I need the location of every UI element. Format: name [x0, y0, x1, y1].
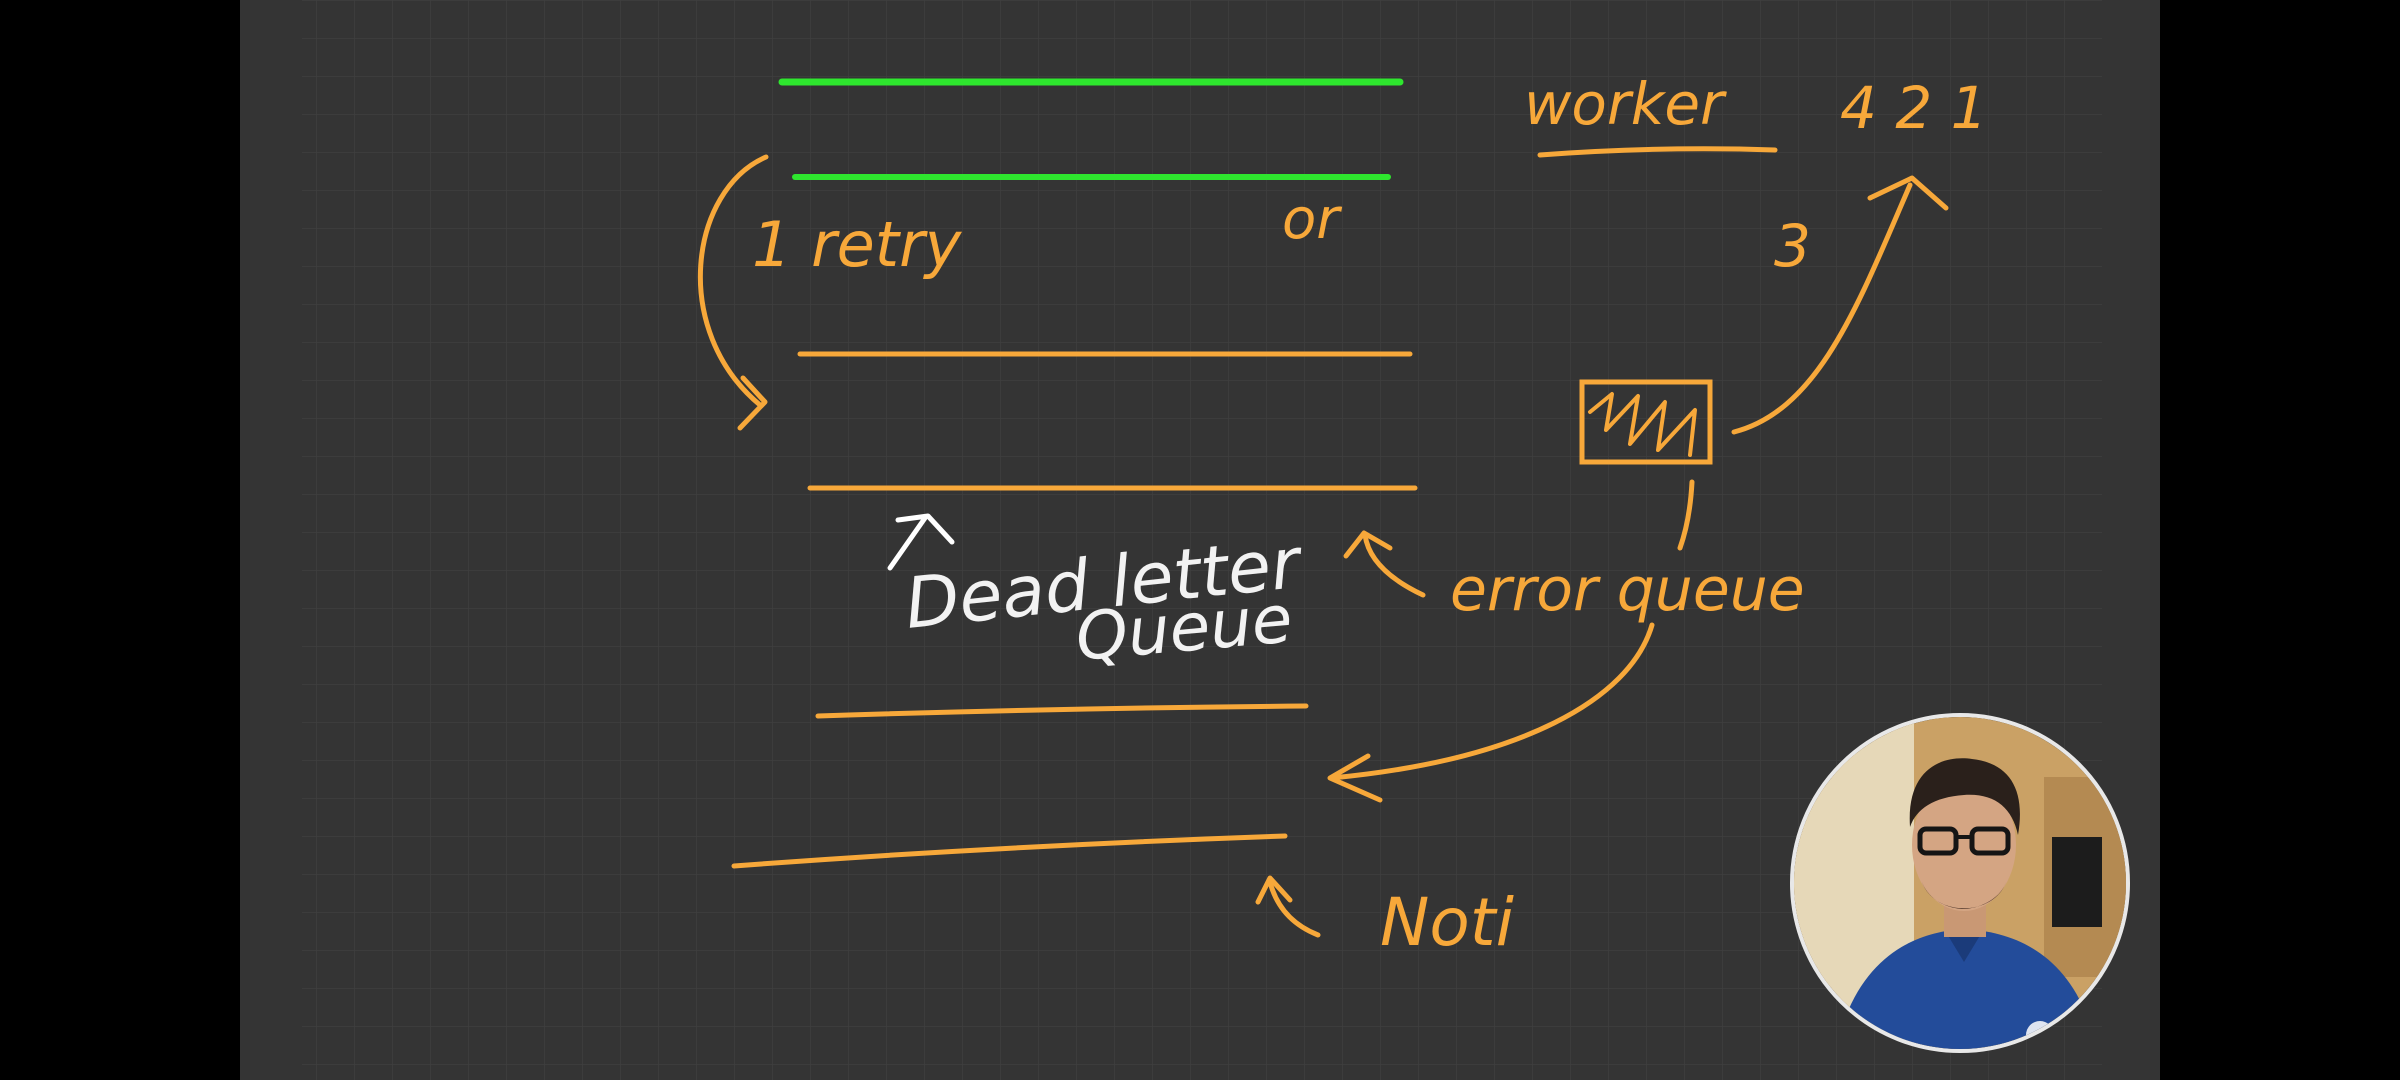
error-queue-label: error queue	[1450, 555, 1805, 625]
dead-letter-pointer-shaft	[887, 515, 928, 571]
shirt-badge-text: R	[2034, 1028, 2044, 1044]
presenter-hair	[1909, 758, 2020, 835]
box-to-worker-arrow	[1731, 182, 1913, 435]
noti-arrow-shaft	[1267, 879, 1321, 938]
or-label: or	[1282, 187, 1342, 252]
worker-underline	[1537, 146, 1778, 158]
retry-loop-arrowhead	[737, 375, 768, 431]
hatched-worker-box	[1579, 379, 1713, 465]
error-queue-arrow-shaft	[1362, 532, 1426, 598]
noti-label: Noti	[1380, 884, 1515, 961]
error-to-lower-queue-arrowhead	[1327, 753, 1383, 803]
shirt-collar	[1944, 929, 1984, 962]
box-to-worker-arrowhead	[1867, 175, 1949, 211]
presenter-webcam: R	[1790, 713, 2130, 1053]
chair-back	[2052, 837, 2102, 927]
shirt-badge-icon	[2026, 1021, 2054, 1049]
presenter-face	[1912, 779, 2016, 911]
noti-arrow-head	[1255, 875, 1293, 905]
worker-numbers-label: 4 2 1	[1840, 74, 1988, 142]
worker-number-three-label: 3	[1774, 212, 1811, 280]
glasses-right-lens	[1969, 826, 2011, 856]
orange-queue-line-3	[815, 703, 1309, 719]
box-hatching	[1588, 392, 1697, 457]
retry-label: 1 retry	[752, 208, 963, 281]
dead-letter-queue-label: Queue	[1073, 580, 1296, 676]
glasses-left-lens	[1917, 826, 1959, 856]
presenter-shirt	[1835, 929, 2098, 1049]
orange-queue-line-4	[731, 833, 1288, 869]
worker-label: worker	[1524, 70, 1727, 138]
whiteboard-canvas: 1 retry or worker 4 2 1 3 Dead letter Qu…	[240, 0, 2160, 1080]
error-to-lower-queue-arrow	[1329, 622, 1655, 781]
retry-loop-arrow	[697, 154, 769, 408]
box-to-error-connector	[1677, 479, 1695, 551]
error-queue-arrow-head	[1343, 530, 1393, 559]
dead-letter-pointer-head	[895, 513, 955, 545]
